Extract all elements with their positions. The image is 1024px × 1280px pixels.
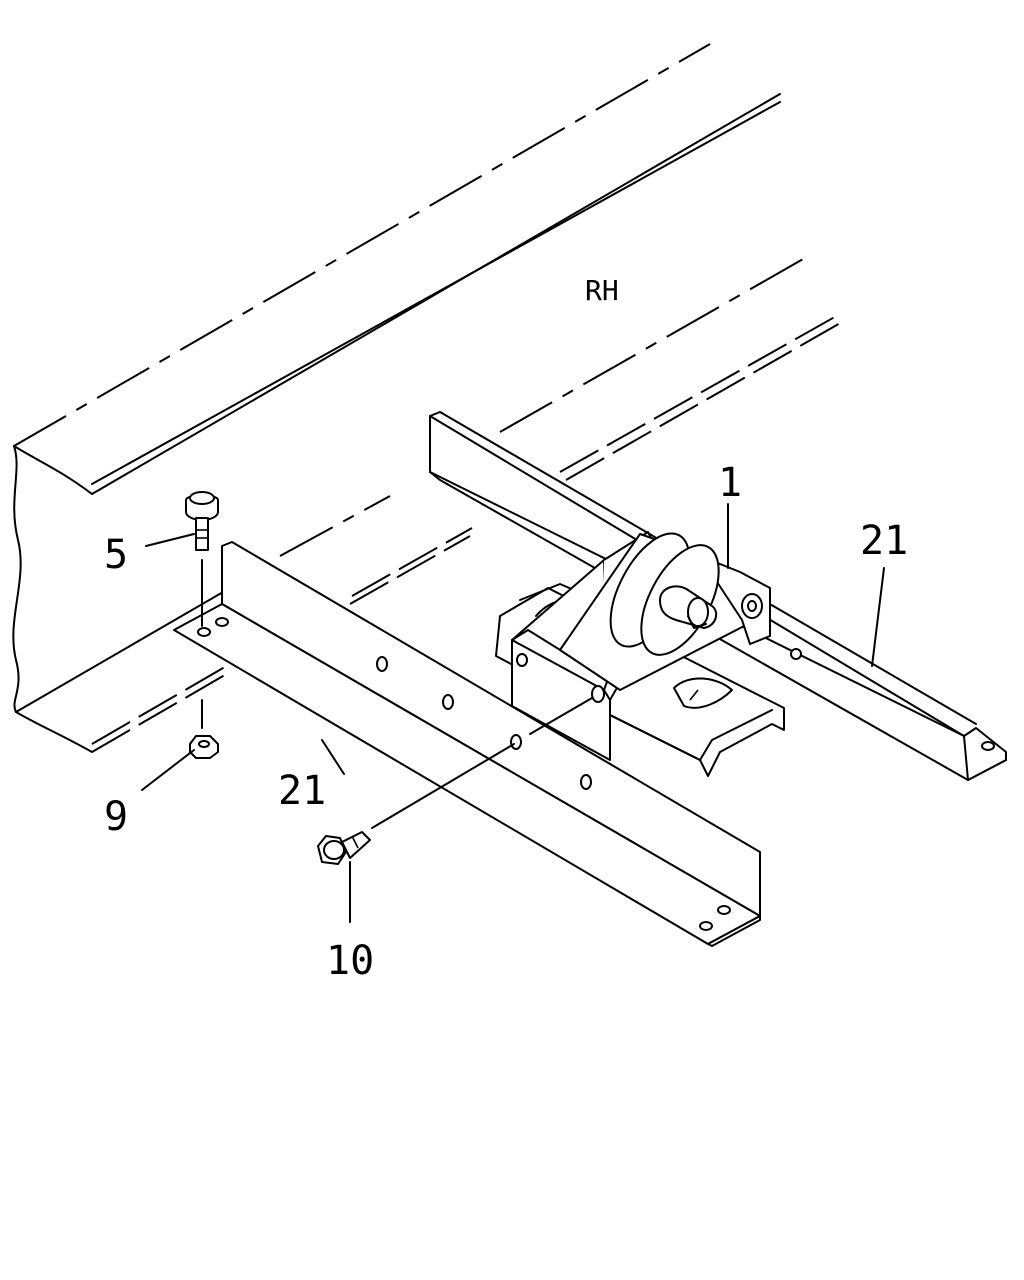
side-label: RH (585, 274, 619, 307)
angle-bracket-left (173, 541, 761, 947)
callout-1: 1 (718, 460, 742, 506)
frame-rail-right (499, 253, 843, 481)
bolt-10 (317, 697, 593, 865)
winch-assembly (511, 503, 771, 761)
frame-rail-left (12, 43, 781, 753)
leader-lines (141, 533, 885, 923)
bolt-5 (185, 491, 219, 627)
nut-9 (189, 699, 219, 759)
callout-21-right: 21 (860, 518, 908, 564)
callout-21-left: 21 (278, 768, 326, 814)
callout-9: 9 (104, 794, 128, 840)
callout-10: 10 (326, 938, 374, 984)
callout-5: 5 (104, 532, 128, 578)
